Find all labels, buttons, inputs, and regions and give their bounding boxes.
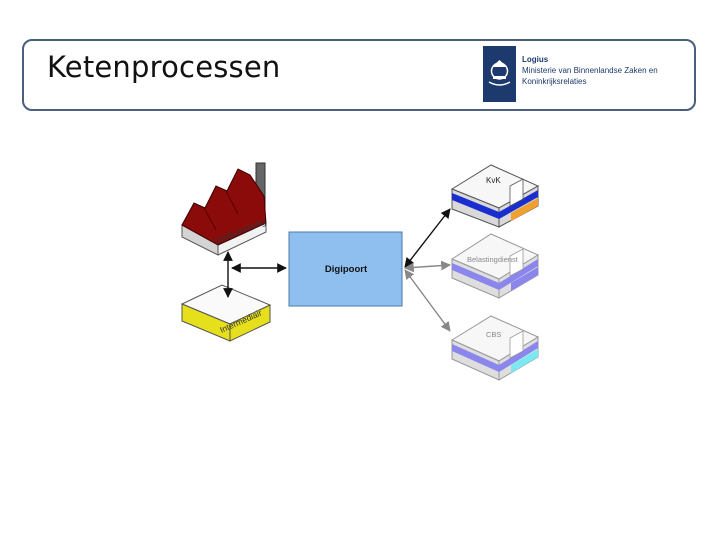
onderneming-node: Onderneming bbox=[181, 162, 267, 256]
bd-band-left bbox=[452, 263, 499, 290]
bd-tab bbox=[511, 267, 538, 291]
factory-roof bbox=[181, 168, 267, 246]
kvk-doc-icon bbox=[509, 178, 524, 207]
intermediair-front bbox=[229, 304, 271, 342]
digipoort-box bbox=[288, 231, 403, 307]
digipoort-node: Digipoort bbox=[288, 231, 403, 307]
kvk-label: KvK bbox=[486, 176, 501, 185]
kvk-tab-orange bbox=[511, 198, 538, 221]
kvk-band-left bbox=[452, 193, 499, 219]
logo-line-1: Logius bbox=[522, 55, 549, 64]
cbs-band-left bbox=[452, 344, 499, 372]
kvk-band-right bbox=[499, 190, 538, 219]
bd-doc-icon bbox=[509, 248, 524, 277]
logo-line-2: Ministerie van Binnenlandse Zaken en bbox=[522, 66, 658, 75]
digipoort-label: Digipoort bbox=[325, 264, 368, 275]
kvk-node: KvK bbox=[450, 164, 540, 228]
logo-line-3: Koninkrijksrelaties bbox=[522, 77, 587, 86]
arrow-digipoort-kvk bbox=[404, 208, 451, 268]
logius-logo: Logius Ministerie van Binnenlandse Zaken… bbox=[483, 46, 673, 102]
page-title: Ketenprocessen bbox=[47, 50, 281, 84]
arrow-digipoort-cbs bbox=[404, 269, 451, 332]
rijkswapen-emblem-icon bbox=[483, 46, 516, 102]
cbs-node: CBS bbox=[450, 315, 540, 381]
cbs-tab-cyan bbox=[511, 349, 538, 373]
cbs-doc-icon bbox=[509, 330, 524, 359]
logo-text: Logius Ministerie van Binnenlandse Zaken… bbox=[522, 54, 658, 87]
cbs-label: CBS bbox=[486, 330, 501, 339]
bd-band-right bbox=[499, 259, 538, 290]
belastingdienst-node: Belastingdienst bbox=[450, 233, 540, 299]
belastingdienst-label: Belastingdienst bbox=[467, 255, 519, 264]
cbs-band-right bbox=[499, 341, 538, 372]
intermediair-node: Intermediair bbox=[180, 284, 272, 342]
header-frame bbox=[22, 39, 696, 111]
arrow-digipoort-belastingdienst bbox=[404, 260, 451, 273]
